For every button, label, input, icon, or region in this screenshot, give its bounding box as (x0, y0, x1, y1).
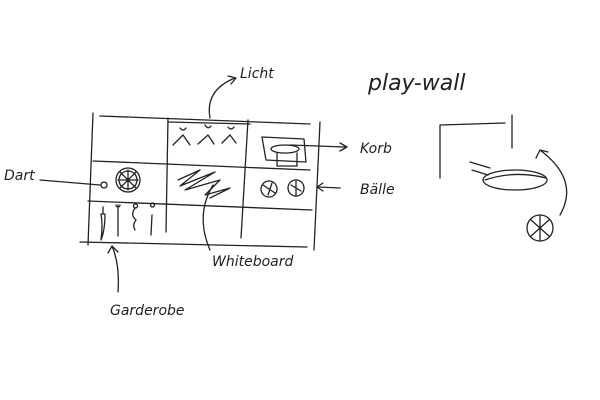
dartboard-drawing (100, 167, 141, 193)
balls-drawing (260, 179, 305, 198)
title-play-wall: play-wall (367, 71, 465, 96)
label-garderobe: Garderobe (110, 303, 185, 319)
label-dart: Dart (4, 168, 35, 184)
label-licht: Licht (240, 66, 274, 82)
label-baelle: Bälle (360, 182, 395, 198)
basket-drawing (261, 136, 307, 167)
lights-drawing (172, 124, 237, 146)
annotation-arrows (39, 75, 348, 293)
side-view-sketch (439, 114, 568, 242)
garderobe-hooks (100, 202, 156, 241)
wall-grid (79, 112, 321, 251)
label-whiteboard: Whiteboard (212, 254, 293, 270)
whiteboard-scribble (177, 169, 231, 199)
label-korb: Korb (360, 141, 392, 157)
